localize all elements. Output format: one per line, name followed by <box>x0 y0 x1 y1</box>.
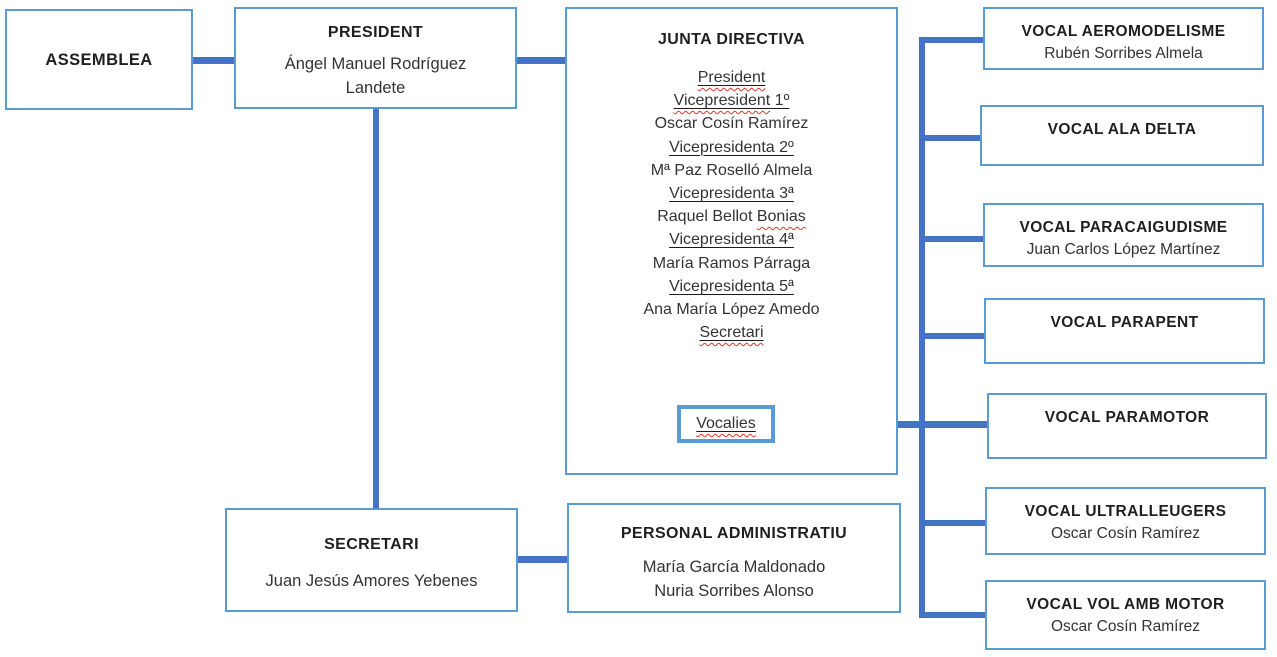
box-vocal-paracaigudisme: VOCAL PARACAIGUDISME Juan Carlos López M… <box>983 203 1264 267</box>
box-president: PRESIDENT Ángel Manuel Rodríguez Landete <box>234 7 517 109</box>
vocal-title: VOCAL PARACAIGUDISME <box>1019 219 1228 236</box>
secretari-name: Juan Jesús Amores Yebenes <box>265 572 478 590</box>
box-secretari: SECRETARI Juan Jesús Amores Yebenes <box>225 508 518 612</box>
junta-member-line: Mª Paz Roselló Almela <box>650 161 813 179</box>
junta-member-line: President <box>697 69 766 86</box>
junta-title: JUNTA DIRECTIVA <box>657 31 806 48</box>
vocalies-label: Vocalies <box>696 415 756 432</box>
junta-member-line: Vicepresidenta 3ª <box>669 185 794 203</box>
assemblea-title: ASSEMBLEA <box>45 50 153 69</box>
connector-branch-ala-delta <box>925 135 980 141</box>
junta-member-line: Vicepresidenta 2º <box>669 138 794 156</box>
junta-member-line: Vicepresident 1º <box>673 92 790 110</box>
connector-branch-vol-amb-motor <box>919 612 985 618</box>
connector-branch-aeromodelisme <box>919 37 983 43</box>
box-vocal-aeromodelisme: VOCAL AEROMODELISME Rubén Sorribes Almel… <box>983 7 1264 70</box>
junta-member-line: Vicepresidenta 5ª <box>669 277 794 295</box>
vocal-title: VOCAL ALA DELTA <box>1047 121 1197 138</box>
connector-president-secretari <box>373 109 379 508</box>
vocal-name: Oscar Cosín Ramírez <box>1050 525 1200 542</box>
box-vocal-parapent: VOCAL PARAPENT <box>984 298 1265 364</box>
box-vocal-paramotor: VOCAL PARAMOTOR <box>987 393 1267 459</box>
vocal-title: VOCAL PARAMOTOR <box>1044 409 1210 426</box>
vocal-name: Oscar Cosín Ramírez <box>1050 618 1200 635</box>
vocal-title: VOCAL ULTRALLEUGERS <box>1024 503 1227 520</box>
junta-member-line: Ana María López Amedo <box>643 301 820 319</box>
box-vocal-vol-amb-motor: VOCAL VOL AMB MOTOR Oscar Cosín Ramírez <box>985 580 1266 650</box>
personal-name: Nuria Sorribes Alonso <box>654 582 814 600</box>
box-vocalies: Vocalies <box>677 405 775 443</box>
connector-branch-parapent <box>925 333 984 339</box>
president-name: Ángel Manuel Rodríguez Landete <box>284 55 467 97</box>
president-title: PRESIDENT <box>327 24 424 41</box>
vocal-title: VOCAL AEROMODELISME <box>1021 23 1226 40</box>
junta-member-line: María Ramos Párraga <box>652 254 811 272</box>
connector-assemblea-president <box>193 57 234 64</box>
vocal-name: Juan Carlos López Martínez <box>1026 241 1221 258</box>
junta-member-line: Raquel Bellot Bonias <box>657 208 806 226</box>
box-vocal-ala-delta: VOCAL ALA DELTA <box>980 105 1264 166</box>
junta-member-line: Secretari <box>699 324 764 342</box>
box-personal-administratiu: PERSONAL ADMINISTRATIU María García Mald… <box>567 503 901 613</box>
secretari-title: SECRETARI <box>324 536 419 553</box>
connector-vocals-trunk <box>919 37 925 618</box>
junta-member-line: Vicepresidenta 4ª <box>669 231 794 249</box>
connector-branch-paracaigudisme <box>925 236 983 242</box>
box-vocal-ultralleugers: VOCAL ULTRALLEUGERS Oscar Cosín Ramírez <box>985 487 1266 555</box>
box-assemblea: ASSEMBLEA <box>5 9 193 110</box>
vocal-title: VOCAL VOL AMB MOTOR <box>1026 596 1225 613</box>
vocal-title: VOCAL PARAPENT <box>1050 314 1199 331</box>
personal-name: María García Maldonado <box>642 558 826 576</box>
vocal-name: Rubén Sorribes Almela <box>1044 45 1203 62</box>
personal-title: PERSONAL ADMINISTRATIU <box>620 525 848 542</box>
connector-president-junta <box>517 57 565 64</box>
connector-secretari-personal <box>518 556 567 563</box>
junta-member-line: Oscar Cosín Ramírez <box>654 115 809 133</box>
connector-branch-ultralleugers <box>925 520 985 526</box>
